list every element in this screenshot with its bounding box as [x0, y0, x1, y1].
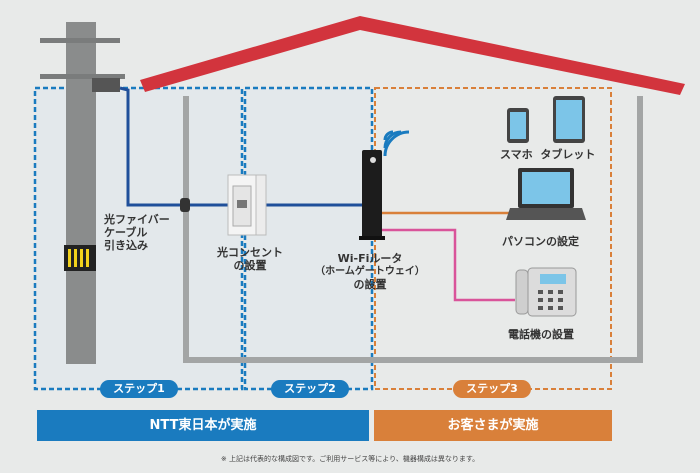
step2-area [243, 86, 374, 391]
ntt-bar: NTT東日本が実施 [37, 410, 369, 441]
wifi-signal-icon [383, 130, 410, 157]
router-label-line2: （ホームゲートウェイ） [315, 266, 425, 277]
step3-pill: ステップ3 [453, 380, 531, 398]
fiber-label-line1: 光ファイバー [104, 213, 170, 226]
fiber-label: 光ファイバー ケーブル 引き込み [104, 213, 170, 252]
telephone-icon [515, 267, 577, 317]
fiber-label-line3: 引き込み [104, 239, 148, 252]
router-label-line1: Wi-Fiルータ [337, 252, 403, 265]
outlet-label: 光コンセント の設置 [205, 246, 295, 272]
optical-outlet-icon [227, 174, 267, 236]
outlet-label-line1: 光コンセント [217, 246, 283, 259]
router-label: Wi-Fiルータ （ホームゲートウェイ） の設置 [305, 252, 435, 291]
step1-pill: ステップ1 [100, 380, 178, 398]
customer-bar: お客さまが実施 [374, 410, 612, 441]
fiber-cable [119, 86, 228, 207]
house-wall [183, 96, 643, 363]
wifi-router-icon [359, 150, 385, 240]
step2-pill: ステップ2 [271, 380, 349, 398]
footnote: ※ 上記は代表的な構成図です。ご利用サービス等により、機器構成は異なります。 [220, 455, 480, 463]
smartphone-icon [507, 108, 529, 143]
pc-label: パソコンの設定 [502, 235, 579, 248]
utility-pole [66, 22, 96, 364]
mobile-label: スマホ タブレット [500, 148, 596, 161]
laptop-icon [506, 168, 586, 220]
phone-cable [382, 228, 515, 302]
phone-label: 電話機の設置 [508, 328, 574, 341]
roof [140, 16, 685, 95]
router-label-line3: の設置 [353, 278, 387, 291]
fiber-label-line2: ケーブル [104, 226, 148, 239]
outlet-label-line2: の設置 [233, 259, 267, 272]
tablet-icon [553, 96, 585, 143]
